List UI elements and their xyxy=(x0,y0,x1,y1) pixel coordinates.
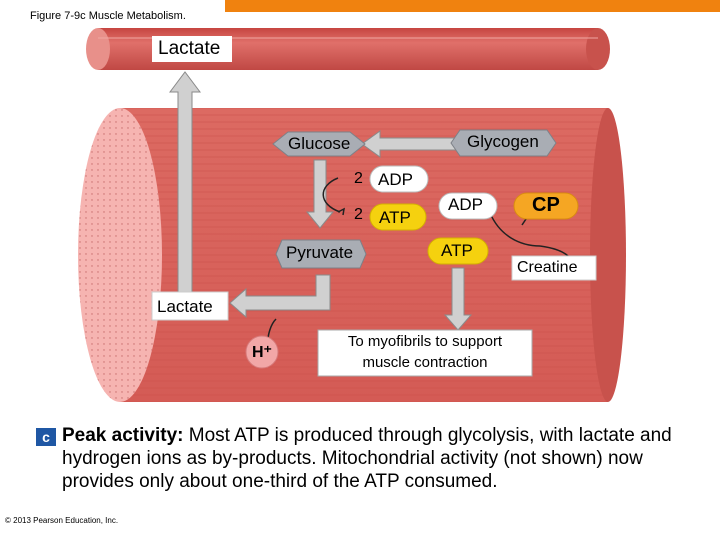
cp-label: CP xyxy=(532,194,560,216)
glucose-to-pyruvate-arrow xyxy=(305,159,335,229)
adp-right-pill xyxy=(438,192,498,220)
glucose-label: Glucose xyxy=(288,134,351,153)
atp-left-pill xyxy=(369,203,427,231)
atp-to-myofibrils-arrow xyxy=(443,267,473,331)
atp-right-pill xyxy=(427,237,489,265)
lactate-bottom-label: Lactate xyxy=(157,297,213,316)
top-accent-bar xyxy=(225,0,720,12)
atp-left-label: ATP xyxy=(379,208,411,227)
myofibrils-label-line1: To myofibrils to support xyxy=(347,333,503,350)
flow-arrows xyxy=(169,71,473,331)
pyruvate-to-lactate-arrow xyxy=(229,274,331,319)
two-atp-number: 2 xyxy=(354,206,363,223)
hydrogen-ion-label: H⁺ xyxy=(252,344,272,361)
caption-lead: Peak activity: xyxy=(62,425,184,446)
atp-right-label: ATP xyxy=(441,241,473,260)
glycogen-hexagon xyxy=(450,129,557,157)
myofibrils-label-line2: muscle contraction xyxy=(362,354,488,371)
adp-right-label: ADP xyxy=(448,195,483,214)
myofibrils-box xyxy=(317,329,533,377)
caption-text: Most ATP is produced through glycolysis,… xyxy=(62,425,672,492)
lactate-bottom-box xyxy=(151,291,229,321)
lactate-up-arrow xyxy=(169,71,201,296)
glucose-hexagon xyxy=(272,131,366,157)
figure-title: Figure 7-9c Muscle Metabolism. xyxy=(30,10,186,22)
lactate-top-box xyxy=(152,36,232,62)
creatine-box xyxy=(511,255,597,281)
muscle-metabolism-diagram xyxy=(78,28,626,402)
adp-left-pill xyxy=(369,165,429,193)
two-adp-number: 2 xyxy=(354,170,363,187)
copyright: © 2013 Pearson Education, Inc. xyxy=(5,516,119,525)
glycogen-to-glucose-arrow xyxy=(361,130,461,158)
panel-badge: c xyxy=(36,428,56,446)
lactate-top-label: Lactate xyxy=(158,38,221,59)
hydrogen-ion-circle xyxy=(245,335,279,369)
pyruvate-label: Pyruvate xyxy=(286,243,354,262)
adp-left-label: ADP xyxy=(378,170,413,189)
pyruvate-shape xyxy=(275,239,367,269)
caption: Peak activity: Most ATP is produced thro… xyxy=(62,424,712,493)
creatine-label: Creatine xyxy=(517,259,578,276)
cp-pill xyxy=(513,192,579,220)
glycogen-label: Glycogen xyxy=(467,132,539,151)
